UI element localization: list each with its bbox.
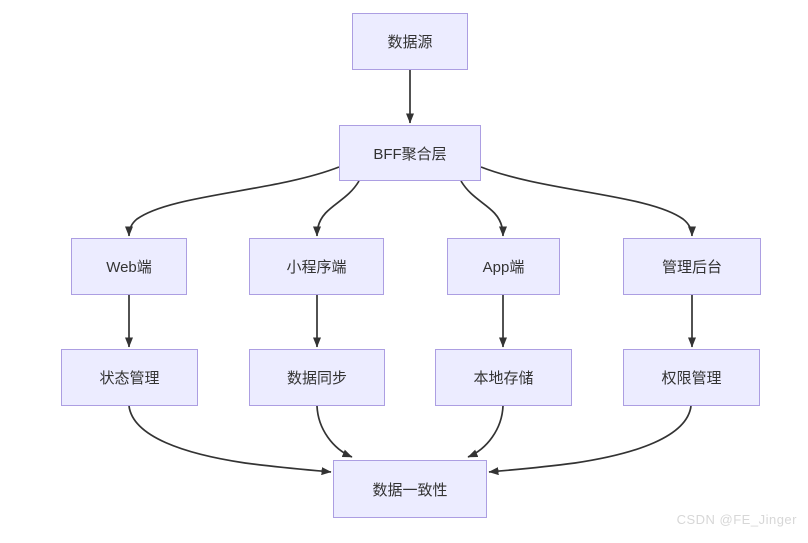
node-local-storage: 本地存储 (435, 349, 572, 406)
csdn-watermark: CSDN @FE_Jinger (676, 512, 797, 527)
node-data-consistency: 数据一致性 (333, 460, 487, 518)
edge-permission-to-consistency (488, 405, 692, 476)
edge-bff-to-admin (480, 166, 696, 237)
edge-state-management-to-consistency (128, 405, 332, 476)
node-app-client: App端 (447, 238, 560, 295)
node-web-client: Web端 (71, 238, 187, 295)
node-bff-aggregation-layer: BFF聚合层 (339, 125, 481, 181)
edge-bff-to-web (125, 166, 340, 237)
edge-data-sync-to-consistency (316, 405, 353, 458)
edge-bff-to-mini-program (313, 180, 360, 237)
node-admin-backend: 管理后台 (623, 238, 761, 295)
node-data-source: 数据源 (352, 13, 468, 70)
node-permission-management: 权限管理 (623, 349, 760, 406)
node-state-management: 状态管理 (61, 349, 198, 406)
edge-local-storage-to-consistency (467, 405, 504, 458)
edge-bff-to-app (460, 180, 507, 237)
node-data-sync: 数据同步 (249, 349, 385, 406)
node-mini-program-client: 小程序端 (249, 238, 384, 295)
